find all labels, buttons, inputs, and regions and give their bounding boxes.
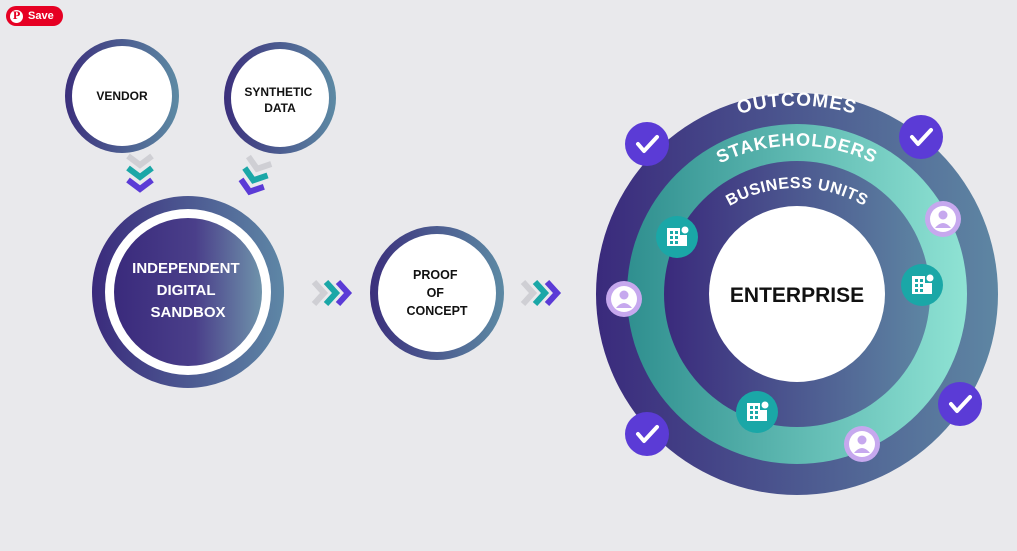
building-icon	[901, 264, 943, 306]
enterprise-core	[709, 206, 885, 382]
poc-label-line1: PROOF	[413, 268, 458, 282]
synthetic-label-line2: DATA	[264, 101, 296, 115]
chevron-arrow-icon	[126, 153, 154, 193]
check-icon	[899, 115, 943, 159]
person-icon	[844, 426, 880, 462]
pinterest-logo-icon: P	[10, 9, 23, 23]
person-icon	[606, 281, 642, 317]
vendor-node: VENDOR	[65, 39, 179, 153]
check-icon	[938, 382, 982, 426]
building-icon	[736, 391, 778, 433]
chevron-arrow-icon	[238, 154, 273, 196]
svg-text:SYNTHETIC DATA: SYNTHETIC DATA	[244, 85, 315, 115]
vendor-label: VENDOR	[96, 89, 148, 103]
building-icon	[656, 216, 698, 258]
enterprise-rings: OUTCOMES STAKEHOLDERS BUSINESS UNITS ENT…	[596, 90, 998, 495]
sandbox-node: INDEPENDENT DIGITAL SANDBOX	[92, 196, 284, 388]
sandbox-label-line3: SANDBOX	[150, 304, 225, 321]
save-button-label: Save	[28, 10, 54, 22]
sandbox-label-line2: DIGITAL	[157, 282, 216, 299]
chevron-arrow-icon	[520, 279, 562, 307]
save-button[interactable]: P Save	[6, 6, 63, 26]
enterprise-label: ENTERPRISE	[730, 284, 864, 307]
check-icon	[625, 412, 669, 456]
poc-node: PROOF OF CONCEPT	[370, 226, 504, 360]
poc-label-line2: OF	[427, 286, 445, 300]
chevron-arrow-icon	[311, 279, 353, 307]
person-icon	[925, 201, 961, 237]
svg-text:INDEPENDENT DIGITAL: INDEPENDENT DIGITAL SANDBOX	[132, 260, 244, 321]
synthetic-label-line1: SYNTHETIC	[244, 85, 312, 99]
svg-text:PROOF OF CONCEPT: PROOF OF CONCEPT	[406, 268, 467, 318]
sandbox-label-line1: INDEPENDENT	[132, 260, 240, 277]
poc-label-line3: CONCEPT	[406, 304, 467, 318]
synthetic-data-node: SYNTHETIC DATA	[224, 42, 336, 154]
svg-text:VENDOR: VENDOR	[96, 89, 148, 103]
check-icon	[625, 122, 669, 166]
